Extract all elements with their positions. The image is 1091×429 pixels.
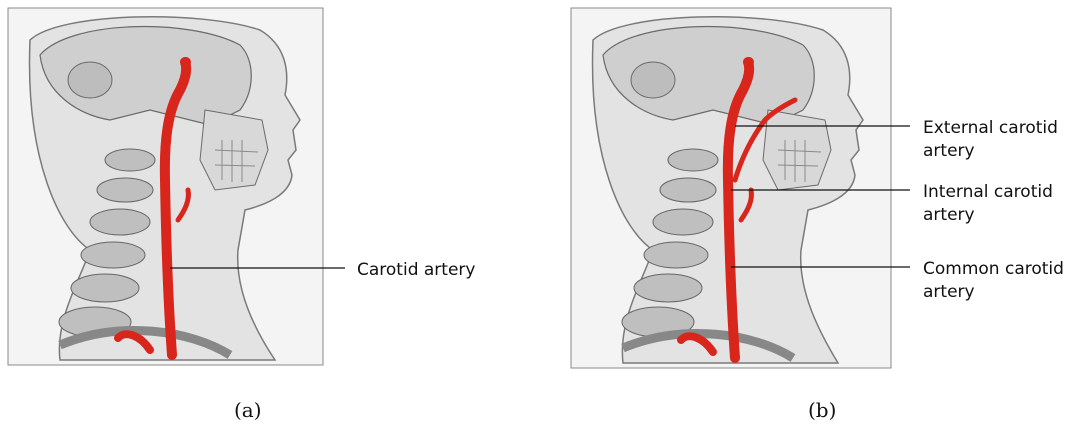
label-internal-carotid-artery: Internal carotid artery (923, 181, 1053, 227)
caption-b: (b) (808, 398, 836, 422)
caption-a: (a) (234, 398, 262, 422)
jaw (200, 110, 268, 190)
skull-detail (631, 62, 675, 98)
label-external-carotid-artery: External carotid artery (923, 117, 1058, 163)
panel-a: Carotid artery (a) (0, 0, 545, 429)
label-carotid-artery: Carotid artery (357, 259, 475, 282)
jaw (763, 110, 831, 190)
skull-detail (68, 62, 112, 98)
label-common-carotid-artery: Common carotid artery (923, 258, 1064, 304)
panel-b: External carotid artery Internal carotid… (545, 0, 1091, 429)
head-neck-illustration-a (0, 0, 545, 429)
